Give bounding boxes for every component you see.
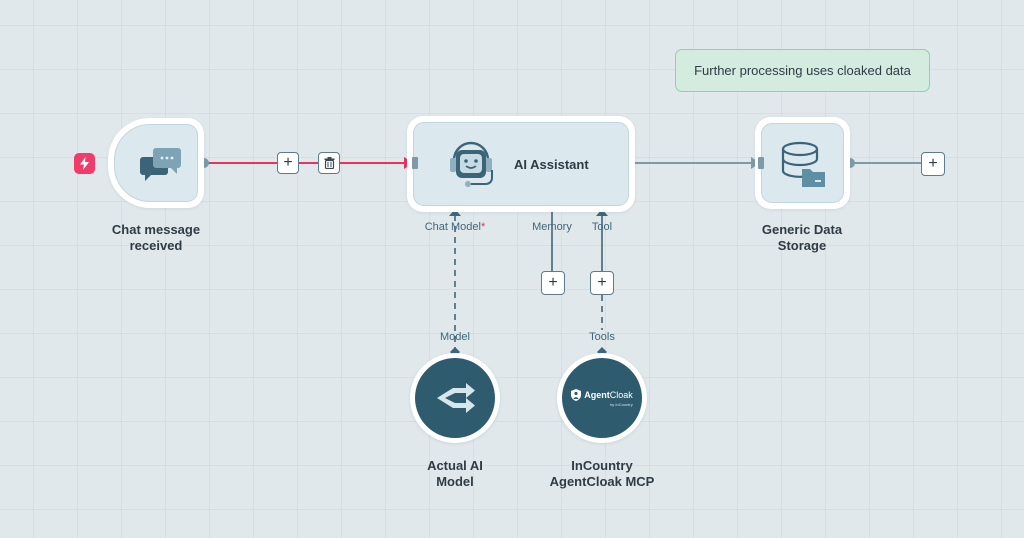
agentcloak-mcp-label: InCountry AgentCloak MCP	[532, 458, 672, 490]
trash-icon	[324, 157, 334, 169]
plus-icon: +	[597, 274, 607, 291]
plus-icon: +	[548, 274, 558, 291]
plus-icon: +	[283, 154, 293, 171]
required-marker: *	[480, 221, 486, 233]
agentcloak-wordmark-light: Cloak	[609, 390, 633, 400]
connection-trigger-to-assistant[interactable]	[204, 157, 413, 169]
sticky-note[interactable]: Further processing uses cloaked data	[675, 49, 930, 92]
lightning-bolt-icon	[80, 157, 89, 170]
chat-trigger-label-line2: received	[129, 238, 183, 253]
memory-input-label: Memory	[532, 221, 572, 233]
agentcloak-shield-icon	[571, 389, 582, 401]
node-chat-trigger[interactable]	[108, 118, 204, 208]
storage-label-line1: Generic Data	[761, 222, 843, 237]
storage-input-port[interactable]	[758, 157, 764, 169]
tool-input-label: Tool	[591, 221, 613, 233]
storage-label-line2: Storage	[777, 238, 827, 253]
storage-label: Generic Data Storage	[742, 222, 862, 254]
node-ai-assistant[interactable]: AI Assistant	[407, 116, 635, 212]
tools-port-label: Tools	[589, 331, 615, 343]
add-tool-button[interactable]: +	[590, 271, 614, 295]
chat-model-label-text: Chat Model	[424, 221, 481, 233]
node-generic-data-storage[interactable]	[755, 117, 850, 209]
agentcloak-wordmark-bold: Agent	[584, 390, 610, 400]
chat-bubbles-icon	[140, 148, 181, 181]
add-node-on-connection-button[interactable]: +	[277, 152, 299, 174]
delete-connection-button[interactable]	[318, 152, 340, 174]
chat-model-input-label: Chat Model*	[405, 221, 505, 233]
agentcloak-logo: AgentCloak by InCountry	[571, 389, 633, 407]
connection-assistant-to-storage[interactable]	[629, 157, 760, 169]
ai-assistant-title: AI Assistant	[514, 157, 589, 172]
plus-icon: +	[928, 155, 938, 172]
database-folder-icon	[781, 141, 825, 187]
node-actual-ai-model[interactable]	[410, 353, 500, 443]
agentcloak-by-line: by InCountry	[610, 402, 633, 407]
agentcloak-mcp-label-line2: AgentCloak MCP	[549, 474, 655, 489]
actual-ai-model-label-line1: Actual AI	[427, 458, 483, 473]
ai-assistant-input-port[interactable]	[412, 157, 418, 169]
agentcloak-mcp-label-line1: InCountry	[571, 458, 633, 473]
model-port-label: Model	[440, 331, 470, 343]
actual-ai-model-label-line2: Model	[436, 474, 474, 489]
node-agentcloak-mcp[interactable]: AgentCloak by InCountry	[557, 353, 647, 443]
chat-trigger-label-line1: Chat message	[111, 222, 201, 237]
actual-ai-model-label: Actual AI Model	[395, 458, 515, 490]
agentcloak-wordmark: AgentCloak	[584, 390, 633, 400]
add-memory-button[interactable]: +	[541, 271, 565, 295]
chat-trigger-label: Chat message received	[96, 222, 216, 254]
add-next-node-button[interactable]: +	[921, 152, 945, 176]
trigger-badge	[74, 153, 95, 174]
split-arrows-icon	[437, 383, 475, 413]
sticky-note-text: Further processing uses cloaked data	[694, 63, 911, 78]
robot-headset-icon	[450, 141, 493, 187]
